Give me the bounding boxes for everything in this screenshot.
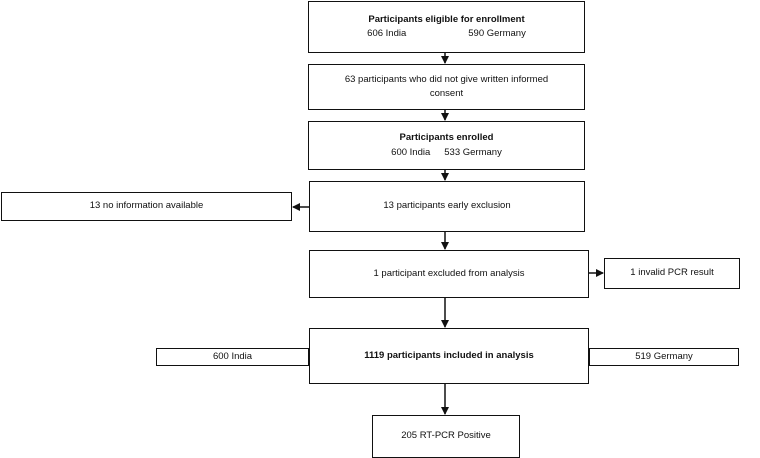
included-text: 1119 participants included in analysis	[364, 349, 534, 361]
early-exclusion-text: 13 participants early exclusion	[383, 200, 511, 212]
included-germany-box: 519 Germany	[589, 348, 739, 366]
included-box: 1119 participants included in analysis	[309, 328, 589, 384]
invalid-pcr-text: 1 invalid PCR result	[630, 267, 714, 279]
no-consent-box: 63 participants who did not give written…	[308, 64, 585, 110]
enrolled-germany: 533 Germany	[444, 146, 502, 158]
included-germany-text: 519 Germany	[635, 350, 693, 362]
early-exclusion-box: 13 participants early exclusion	[309, 181, 585, 232]
excluded-analysis-box: 1 participant excluded from analysis	[309, 250, 589, 298]
eligible-germany: 590 Germany	[468, 28, 526, 39]
eligible-india: 606 India	[367, 28, 407, 39]
enrolled-box: Participants enrolled 600 India 533 Germ…	[308, 121, 585, 170]
eligible-box: Participants eligible for enrollment 606…	[308, 1, 585, 53]
excluded-analysis-text: 1 participant excluded from analysis	[373, 267, 525, 279]
enrolled-title: Participants enrolled	[399, 132, 494, 144]
included-india-text: 600 India	[212, 350, 253, 362]
positive-text: 205 RT-PCR Positive	[401, 430, 491, 442]
positive-box: 205 RT-PCR Positive	[372, 415, 520, 458]
invalid-pcr-box: 1 invalid PCR result	[604, 258, 740, 289]
included-india-box: 600 India	[156, 348, 309, 366]
enrolled-india: 600 India	[391, 146, 431, 158]
no-info-box: 13 no information available	[1, 192, 292, 221]
eligible-title: Participants eligible for enrollment	[368, 13, 525, 25]
no-consent-text: 63 participants who did not give written…	[344, 73, 549, 99]
no-info-text: 13 no information available	[89, 200, 204, 212]
